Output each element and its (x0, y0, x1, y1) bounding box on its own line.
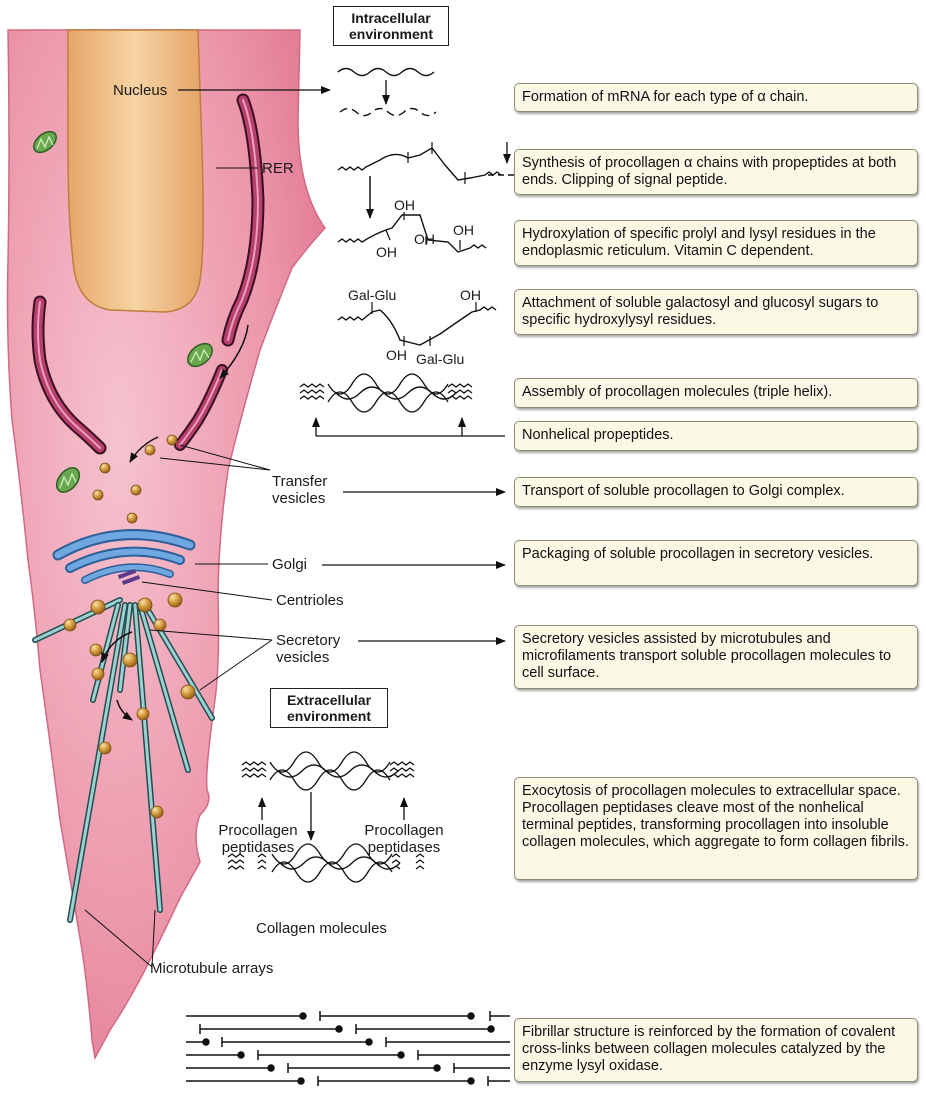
nucleus (67, 29, 204, 313)
nucleus-label: Nucleus (113, 82, 168, 99)
extracellular-env-text: Extracellular environment (286, 692, 372, 724)
golgi (52, 529, 196, 584)
golgi-label: Golgi (272, 556, 308, 573)
collagen-fibrils (186, 1011, 510, 1086)
dna-strand (337, 67, 435, 77)
extracellular-helix (241, 751, 415, 791)
transfer-vesicles-label: Transfer vesicles (272, 473, 328, 507)
mrna-strand (339, 107, 437, 117)
step-box-secretory: Secretory vesicles assisted by microtubu… (514, 625, 918, 689)
oh-label: OH (460, 287, 481, 303)
step-box-assembly: Assembly of procollagen molecules (tripl… (514, 378, 918, 408)
step-box-crosslinks: Fibrillar structure is reinforced by the… (514, 1018, 918, 1082)
collagen-molecules-label: Collagen molecules (256, 920, 387, 937)
oh-label: OH (414, 231, 435, 247)
gal-glu-label: Gal-Glu (348, 287, 397, 303)
collagen-molecule (227, 843, 425, 883)
oh-label: OH (376, 244, 397, 260)
gal-glu-label: Gal-Glu (416, 351, 465, 367)
procollagen-peptidases-right-label: Procollagen peptidases (364, 822, 444, 856)
procollagen-triple-helix (299, 373, 473, 413)
secretory-vesicles-label: Secretory vesicles (276, 632, 341, 666)
step-box-propeptides: Nonhelical propeptides. (514, 421, 918, 451)
vesicles (63, 434, 196, 819)
procollagen-peptidases-left-label: Procollagen peptidases (218, 822, 298, 856)
mitochondria (33, 130, 213, 493)
extracellular-env-header: Extracellular environment (270, 688, 388, 728)
oh-label: OH (386, 347, 407, 363)
rer (31, 93, 265, 455)
oh-label: OH (394, 197, 415, 213)
step-box-hydroxylation: Hydroxylation of specific prolyl and lys… (514, 220, 918, 266)
centrioles (117, 569, 141, 585)
step-box-glycosylation: Attachment of soluble galactosyl and glu… (514, 289, 918, 335)
step-box-transport: Transport of soluble procollagen to Golg… (514, 477, 918, 507)
oh-label: OH (453, 222, 474, 238)
step-box-exocytosis: Exocytosis of procollagen molecules to e… (514, 777, 918, 880)
procollagen-chain (337, 147, 502, 181)
intracellular-env-header: Intracellular environment (333, 6, 449, 46)
microtubule-arrays (32, 597, 215, 923)
centrioles-label: Centrioles (276, 592, 344, 609)
step-box-synthesis: Synthesis of procollagen α chains with p… (514, 149, 918, 195)
intracellular-env-text: Intracellular environment (348, 10, 433, 42)
microtubule-arrays-label: Microtubule arrays (150, 960, 274, 977)
step-box-packaging: Packaging of soluble procollagen in secr… (514, 540, 918, 586)
step-box-mrna: Formation of mRNA for each type of α cha… (514, 83, 918, 112)
rer-label: RER (262, 160, 294, 177)
